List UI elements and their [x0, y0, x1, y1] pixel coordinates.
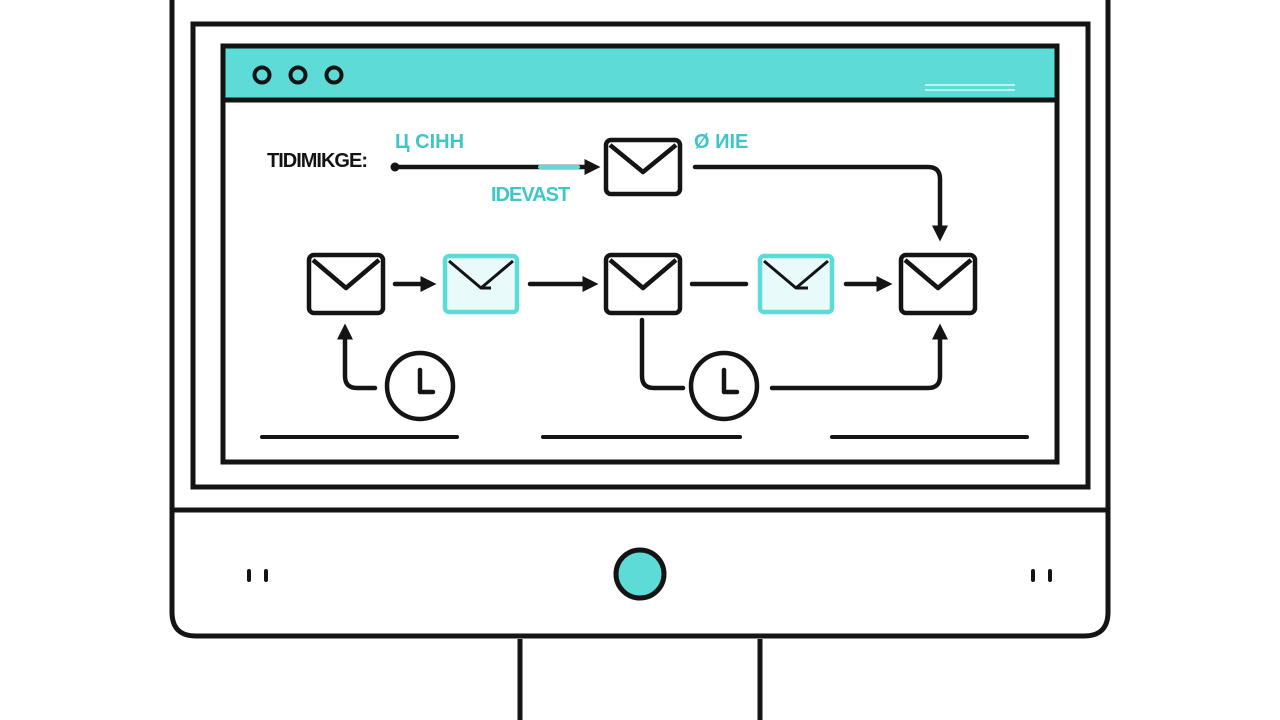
envelope-icon[interactable]: [306, 252, 386, 316]
flow-nodes: [306, 137, 978, 422]
envelope-icon[interactable]: [603, 137, 683, 197]
flow-connectors: [336, 158, 949, 391]
window-control-dot[interactable]: [252, 65, 272, 85]
window-control-dot[interactable]: [288, 65, 308, 85]
middle-label: IDEVAST: [491, 184, 570, 206]
envelope-icon[interactable]: [898, 252, 978, 316]
window-control-dot[interactable]: [324, 65, 344, 85]
monitor-frame: [169, 0, 1111, 639]
power-button[interactable]: [613, 547, 667, 601]
clock-icon[interactable]: [384, 350, 456, 422]
top-to-row-arrow: [692, 164, 949, 242]
screen-outer-frame: [190, 21, 1091, 490]
envelope-icon[interactable]: [442, 253, 520, 315]
top-right-label: Ø ИІЕ: [694, 131, 748, 153]
timer-2-out-arrow: [769, 323, 949, 391]
envelope-icon[interactable]: [757, 253, 835, 315]
timer-1-return-arrow: [336, 323, 378, 391]
top-left-label: Ц СІНН: [395, 131, 464, 153]
start-label: TIDIMIKGE:: [267, 150, 367, 172]
browser-title-bar: [225, 48, 1055, 99]
clock-icon[interactable]: [688, 350, 760, 422]
envelope-icon[interactable]: [603, 252, 683, 316]
flow-labels: TIDIMIKGE: Ц СІНН Ø ИІЕ IDEVAST: [267, 131, 748, 206]
timer-2-in-connector: [639, 317, 686, 391]
